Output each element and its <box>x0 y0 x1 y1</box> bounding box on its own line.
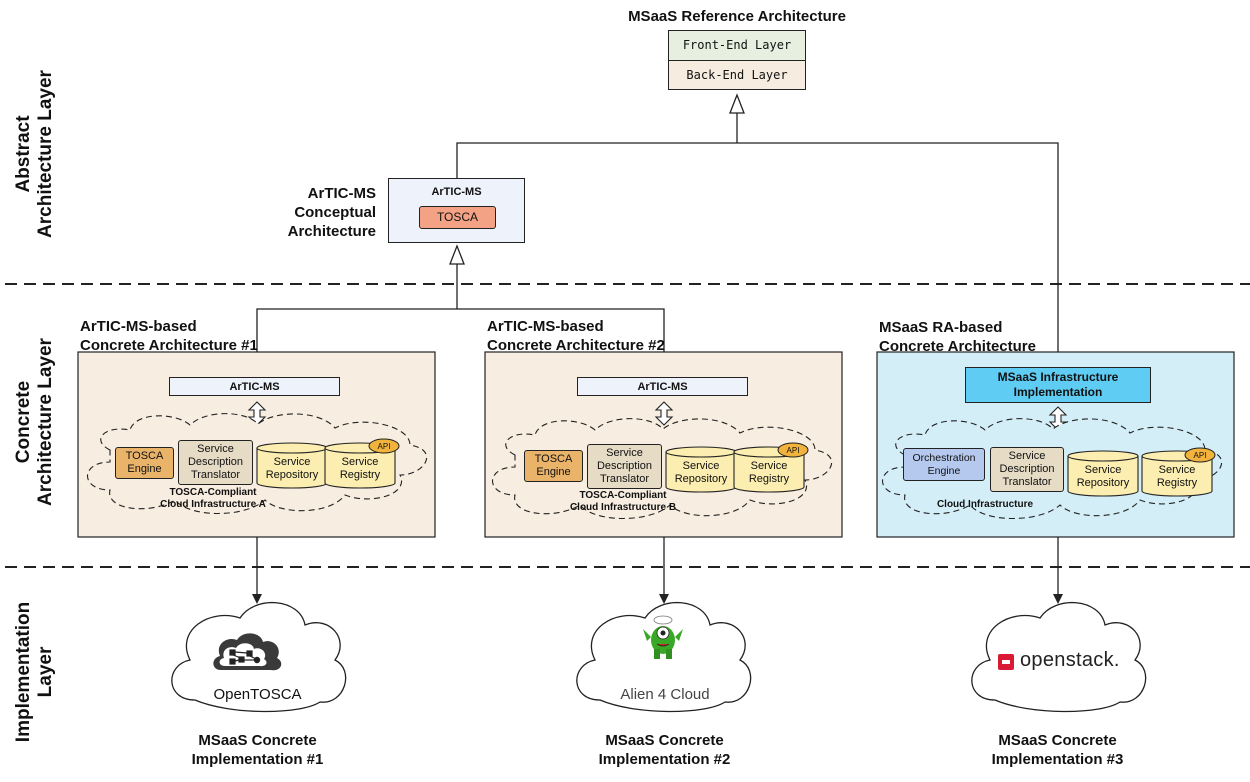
inherit-arrow-ra <box>729 93 745 114</box>
orchestration-engine: Orchestration Engine <box>903 448 985 481</box>
tosca-engine-2: TOSCA Engine <box>524 450 583 482</box>
artic-header-1: ArTIC-MS <box>169 377 340 396</box>
repository-3: Service Repository <box>1076 464 1130 489</box>
msaas-ra-title: MSaaS Reference Architecture <box>628 8 846 25</box>
registry-2: Service Registry <box>748 460 790 485</box>
artic-conceptual-box: ArTIC-MS TOSCA <box>388 178 525 243</box>
alien-mascot-icon <box>643 615 683 659</box>
cloud-label-3: Cloud Infrastructure <box>936 499 1034 510</box>
inherit-line-ra <box>456 142 1059 352</box>
registry-1: Service Registry <box>339 456 381 481</box>
tosca-engine-1: TOSCA Engine <box>115 447 174 479</box>
translator-2: Service Description Translator <box>587 444 662 489</box>
artic-conceptual-label: ArTIC-MS Conceptual Architecture <box>287 185 376 240</box>
cylinders <box>256 442 1213 497</box>
api-label-3: API <box>1193 450 1207 460</box>
msaas-infra-header: MSaaS Infrastructure Implementation <box>965 367 1151 403</box>
api-label-1: API <box>377 441 391 451</box>
api-badges <box>368 438 1216 463</box>
repository-1: Service Repository <box>265 456 319 481</box>
openstack-logo-text: openstack. <box>1020 649 1120 671</box>
impl-cloud-2 <box>576 601 752 713</box>
opentosca-logo-icon <box>213 633 282 671</box>
infra-cloud-2 <box>491 418 833 519</box>
inherit-line-artic <box>256 308 665 352</box>
repository-2: Service Repository <box>674 460 728 485</box>
artic-conceptual-box-title: ArTIC-MS <box>431 186 482 198</box>
translator-1: Service Description Translator <box>178 440 253 485</box>
double-arrow-2 <box>654 401 674 426</box>
artic-header-2: ArTIC-MS <box>577 377 748 396</box>
registry-3: Service Registry <box>1156 464 1198 489</box>
opentosca-logo-text: OpenTOSCA <box>213 686 302 703</box>
alien4cloud-logo-text: Alien 4 Cloud <box>620 686 710 703</box>
inherit-arrow-artic <box>449 244 465 265</box>
api-label-2: API <box>786 445 800 455</box>
translator-3: Service Description Translator <box>990 447 1064 492</box>
tosca-block: TOSCA <box>419 206 496 229</box>
impl-cloud-3 <box>971 601 1147 713</box>
openstack-logo-icon <box>998 654 1014 670</box>
front-end-layer: Front-End Layer <box>668 30 806 61</box>
back-end-layer: Back-End Layer <box>668 60 806 90</box>
